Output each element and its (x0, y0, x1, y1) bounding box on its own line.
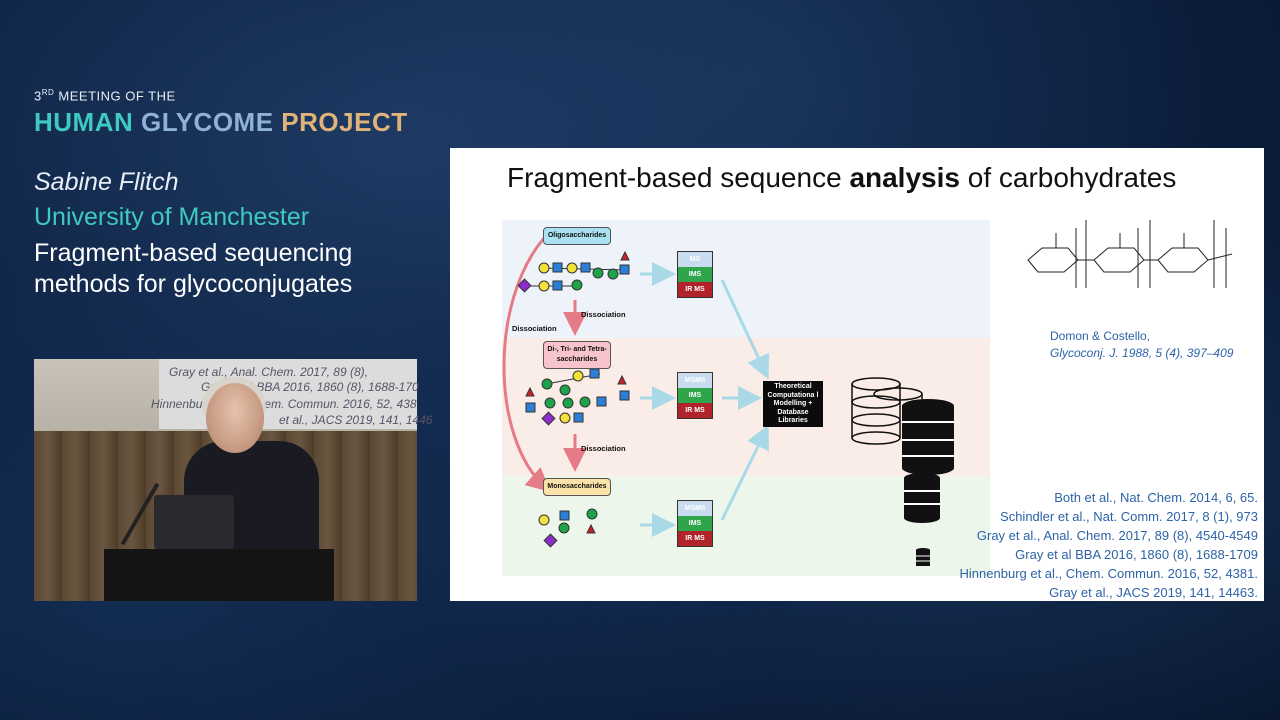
ditri-saccharides-box: Di-, Tri- and Tetra-saccharides (543, 341, 611, 369)
conference-title: HUMAN GLYCOME PROJECT (34, 107, 408, 138)
conference-branding: 3RD MEETING OF THE HUMAN GLYCOME PROJECT (34, 88, 408, 138)
workflow-diagram (502, 220, 1233, 566)
speaker-figure-head (206, 383, 264, 453)
conference-word-human: HUMAN (34, 107, 134, 138)
fragmentation-nomenclature-diagram (1027, 220, 1233, 288)
glycan-mono-structures (538, 508, 598, 548)
conference-meeting-line: 3RD MEETING OF THE (34, 88, 176, 104)
laptop (154, 495, 234, 549)
reference-item: Schindler et al., Nat. Comm. 2017, 8 (1)… (1000, 509, 1258, 524)
podium (104, 549, 334, 601)
ms-theory-arrow-3 (720, 424, 769, 521)
video-background-screen: Gray et al., Anal. Chem. 2017, 89 (8), G… (151, 359, 432, 429)
dissociation-label-2: Dissociation (581, 444, 626, 453)
slide-title: Fragment-based sequence analysis of carb… (507, 162, 1177, 193)
reference-item: Gray et al BBA 2016, 1860 (8), 1688-1709 (1015, 547, 1258, 562)
glycan-ditri-structures (525, 368, 630, 426)
speaker-name: Sabine Flitch (34, 168, 179, 196)
ms-stack-3: MSMS IMS IR MS (677, 500, 713, 547)
reference-item: Hinnenburg et al., Chem. Commun. 2016, 5… (959, 566, 1258, 581)
reference-list: Both et al., Nat. Chem. 2014, 6, 65. Sch… (960, 488, 1258, 602)
database-medium-icon (904, 473, 940, 523)
oligosaccharides-box: Oligosaccharides (543, 227, 611, 245)
theoretical-modelling-box: Theoretical Computationa l Modelling + D… (763, 381, 823, 427)
reference-item: Both et al., Nat. Chem. 2014, 6, 65. (1054, 490, 1258, 505)
glycan-oligo-structure (517, 250, 630, 293)
dissociation-curve-arrow (502, 234, 551, 493)
reference-item: Gray et al., Anal. Chem. 2017, 89 (8), 4… (976, 528, 1258, 543)
reference-item: Gray et al., JACS 2019, 141, 14463. (1049, 585, 1258, 600)
talk-title: Fragment-based sequencing methods for gl… (34, 239, 353, 298)
conference-word-project: PROJECT (281, 107, 408, 138)
ms-stack-2: MSMS IMS IR MS (677, 372, 713, 419)
conference-word-glycome: GLYCOME (141, 107, 274, 138)
ms-theory-arrow-1 (720, 279, 770, 380)
database-small-icon (916, 548, 930, 566)
presentation-slide: Fragment-based sequence analysis of carb… (450, 148, 1264, 601)
dissociation-side-label: Dissociation (512, 324, 557, 333)
ms-stack-1: MS IMS IR MS (677, 251, 713, 298)
speaker-info: Sabine Flitch University of Manchester F… (34, 168, 454, 300)
database-solid-icon (902, 399, 954, 475)
speaker-video[interactable]: Gray et al., Anal. Chem. 2017, 89 (8), G… (34, 359, 432, 601)
domon-costello-reference: Domon & Costello, Glycoconj. J. 1988, 5 … (1050, 329, 1234, 360)
monosaccharides-box: Monosaccharides (543, 478, 611, 496)
dissociation-label-1: Dissociation (581, 310, 626, 319)
speaker-affiliation: University of Manchester (34, 203, 310, 231)
